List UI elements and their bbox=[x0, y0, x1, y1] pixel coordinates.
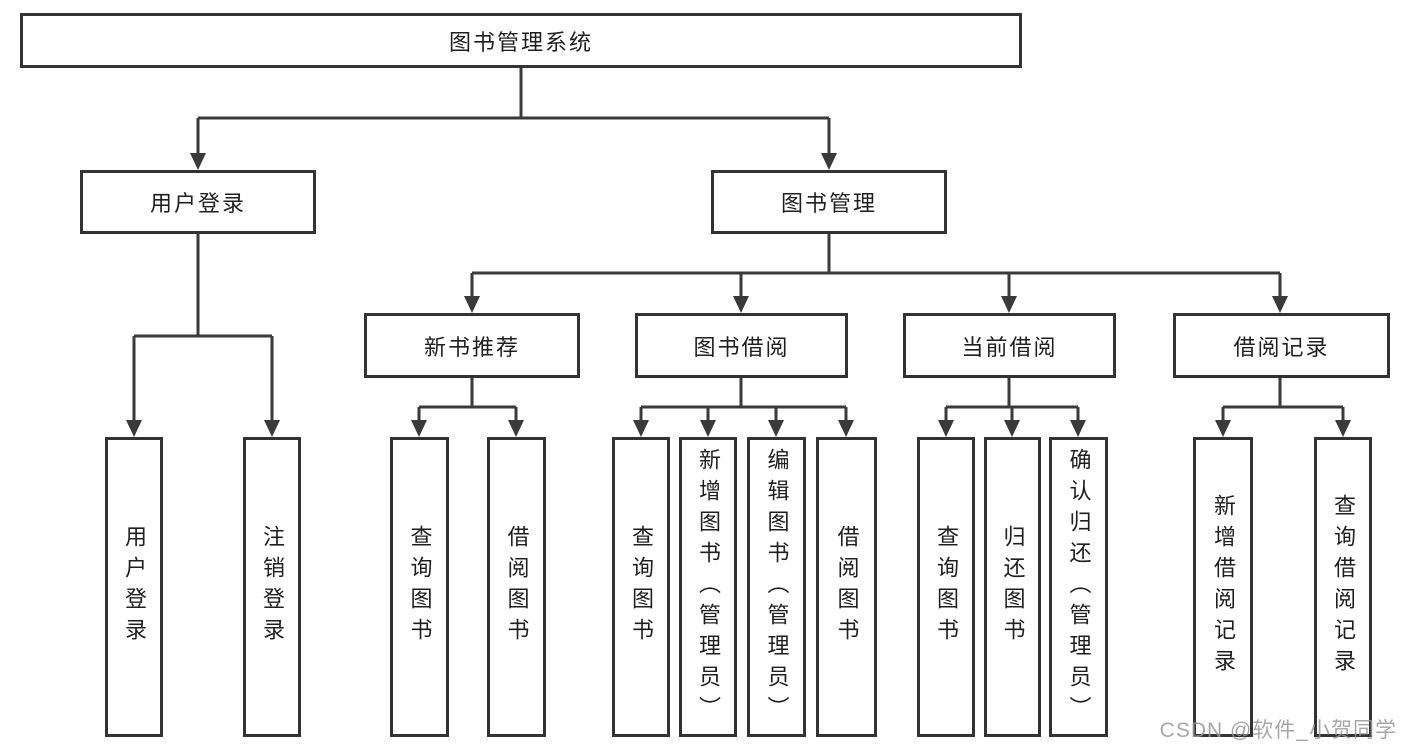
connector-current-borrow-children bbox=[944, 378, 1080, 423]
node-current-borrow: 当前借阅 bbox=[903, 313, 1116, 378]
connector-root-to-level2 bbox=[196, 67, 831, 156]
connector-book-borrow-children bbox=[639, 378, 848, 423]
leaf-new-books-query: 查询图书 bbox=[390, 437, 449, 737]
watermark: CSDN @软件_小贺同学 bbox=[1159, 719, 1397, 742]
connector-new-books-children bbox=[417, 378, 518, 423]
leaf-borrow-add-admin: 新增图书（管理员） bbox=[679, 437, 737, 737]
connector-borrow-records-children bbox=[1221, 378, 1345, 423]
leaf-borrow-edit-admin: 编辑图书（管理员） bbox=[747, 437, 806, 737]
leaf-user-login: 用户登录 bbox=[105, 437, 163, 737]
leaf-logout: 注销登录 bbox=[243, 437, 301, 737]
leaf-borrow-query: 查询图书 bbox=[612, 437, 670, 737]
node-user-login: 用户登录 bbox=[80, 170, 316, 234]
leaf-borrow-book: 借阅图书 bbox=[816, 437, 877, 737]
connector-user-login-children bbox=[132, 234, 274, 423]
leaf-current-confirm-admin: 确认归还（管理员） bbox=[1049, 437, 1108, 737]
node-root: 图书管理系统 bbox=[20, 13, 1022, 68]
connector-book-mgmt-children bbox=[470, 234, 1282, 299]
node-book-mgmt: 图书管理 bbox=[711, 170, 947, 234]
leaf-current-query: 查询图书 bbox=[917, 437, 975, 737]
arrowheads bbox=[126, 153, 1351, 437]
node-new-books: 新书推荐 bbox=[364, 313, 580, 378]
node-borrow-records: 借阅记录 bbox=[1173, 313, 1390, 378]
leaf-records-add: 新增借阅记录 bbox=[1193, 437, 1253, 737]
leaf-current-return: 归还图书 bbox=[984, 437, 1041, 737]
node-book-borrow: 图书借阅 bbox=[635, 313, 848, 378]
leaf-records-query: 查询借阅记录 bbox=[1314, 437, 1372, 737]
leaf-new-books-borrow: 借阅图书 bbox=[487, 437, 546, 737]
